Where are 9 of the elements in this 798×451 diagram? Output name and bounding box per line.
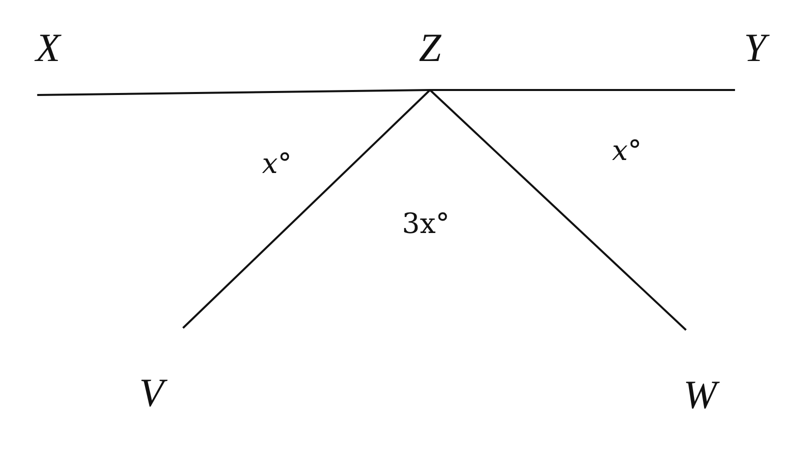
line-segment [37,89,430,96]
point-label: Z [418,28,442,68]
line-segment [430,89,736,91]
line-segment [182,89,431,329]
line-segment [429,89,687,331]
angle-label: x° [262,150,292,178]
angle-label: x° [612,137,642,165]
angle-label: 3x° [402,210,450,238]
point-label: X [36,28,60,68]
